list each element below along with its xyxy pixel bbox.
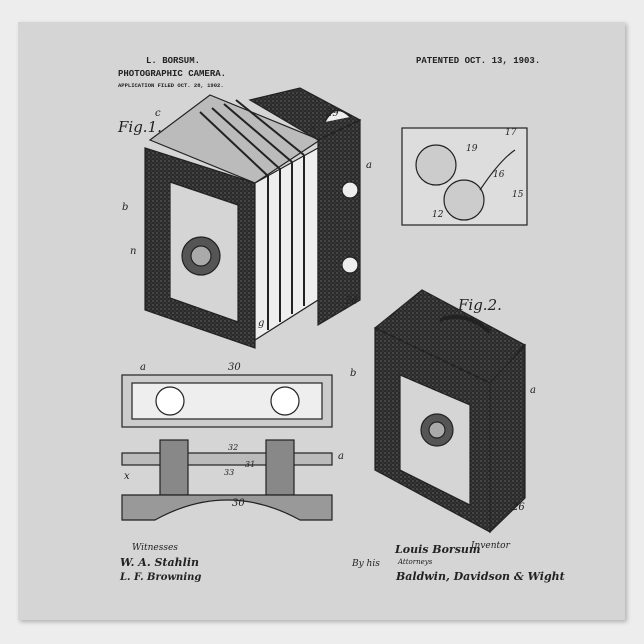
ref-label: 30 bbox=[232, 498, 245, 509]
ref-label: 30 bbox=[228, 362, 241, 373]
attorneys-signature: Baldwin, Davidson & Wight bbox=[396, 570, 565, 583]
inventor-signature: Louis Borsum bbox=[395, 543, 481, 556]
ref-label: g bbox=[258, 318, 264, 329]
fig2-label: Fig.2. bbox=[458, 296, 502, 314]
by-his-text: By his bbox=[352, 559, 380, 569]
ref-label: a bbox=[140, 362, 146, 373]
ref-label: 33 bbox=[224, 468, 234, 477]
ref-label: 29 bbox=[326, 108, 339, 119]
inset-detail-drawing bbox=[402, 128, 527, 225]
ref-label: 26 bbox=[512, 502, 525, 513]
fig1-label: Fig.1. bbox=[118, 118, 162, 136]
attorneys-label: Attorneys bbox=[398, 558, 432, 566]
ref-label: 12 bbox=[432, 210, 443, 220]
patent-date: PATENTED OCT. 13, 1903. bbox=[416, 56, 540, 66]
ref-label: 16 bbox=[493, 170, 504, 180]
ref-label: b bbox=[350, 368, 356, 379]
application-date: APPLICATION FILED OCT. 28, 1902. bbox=[118, 82, 224, 89]
witness-signature-2: L. F. Browning bbox=[120, 572, 201, 583]
ref-label: x bbox=[310, 122, 316, 133]
ref-label: x bbox=[124, 471, 130, 482]
inventor-label: Inventor bbox=[471, 541, 510, 551]
ref-label: n bbox=[130, 246, 136, 257]
witnesses-label: Witnesses bbox=[132, 543, 178, 553]
ref-label: 15 bbox=[512, 190, 523, 200]
ref-label: b bbox=[122, 202, 128, 213]
ref-label: 26 bbox=[345, 296, 358, 307]
ref-label: a bbox=[338, 451, 344, 462]
witness-signature-1: W. A. Stahlin bbox=[120, 556, 199, 569]
patent-title: PHOTOGRAPHIC CAMERA. bbox=[118, 69, 226, 79]
fig2-camera-drawing bbox=[375, 290, 525, 532]
ref-label: 19 bbox=[466, 144, 477, 154]
ref-label: a bbox=[530, 385, 536, 396]
ref-label: a bbox=[366, 160, 372, 171]
ref-label: 17 bbox=[505, 128, 516, 138]
ref-label: 32 bbox=[228, 443, 238, 452]
fig1-camera-drawing bbox=[145, 88, 360, 348]
ref-label: 31 bbox=[245, 460, 255, 469]
inventor-name: L. BORSUM. bbox=[146, 56, 200, 66]
section-drawings bbox=[122, 375, 332, 520]
ref-label: c bbox=[155, 108, 161, 119]
